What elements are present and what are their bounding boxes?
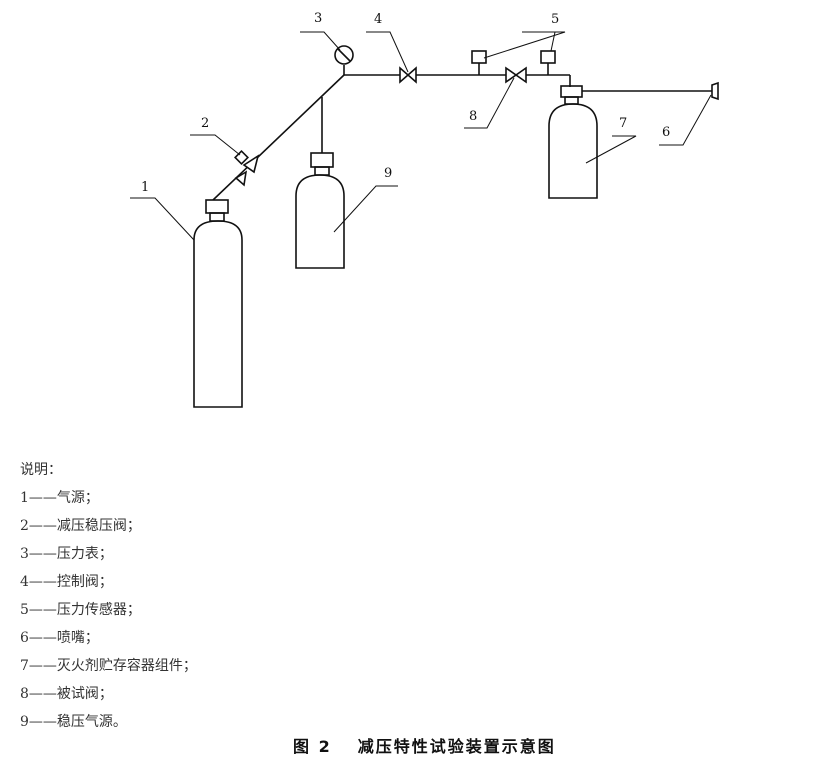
pressure-reducing-valve (234, 150, 260, 187)
label-7: 7 (619, 116, 627, 131)
label-6: 6 (662, 125, 670, 140)
legend-item: 2——减压稳压阀； (20, 518, 141, 534)
label-2: 2 (201, 116, 209, 131)
cylinder-gas-source (193, 199, 243, 408)
label-4: 4 (374, 12, 382, 27)
legend-heading: 说明： (20, 462, 62, 478)
nozzle (711, 81, 719, 101)
legend-item: 3——压力表； (20, 546, 113, 562)
legend-item: 1——气源； (20, 490, 99, 506)
legend: 说明： 1——气源； 2——减压稳压阀； 3——压力表； 4——控制阀； 5——… (20, 456, 197, 736)
cylinder-agent-container (548, 85, 598, 199)
figure-caption: 图 2 减压特性试验装置示意图 (293, 733, 556, 757)
label-3: 3 (314, 11, 322, 26)
label-5: 5 (551, 12, 559, 27)
legend-item: 4——控制阀； (20, 574, 113, 590)
label-8: 8 (469, 109, 477, 124)
figure-number: 图 2 (293, 737, 332, 756)
legend-item: 8——被试阀； (20, 686, 113, 702)
leader-lines (130, 31, 712, 241)
pressure-sensors (471, 50, 556, 64)
legend-item: 5——压力传感器； (20, 602, 141, 618)
pipe-lines (212, 63, 712, 201)
figure-title: 减压特性试验装置示意图 (357, 737, 556, 756)
legend-item: 9——稳压气源。 (20, 714, 127, 730)
label-1: 1 (141, 180, 149, 195)
control-valve (399, 66, 417, 84)
label-9: 9 (384, 166, 392, 181)
pressure-gauge (334, 45, 354, 65)
legend-item: 6——喷嘴； (20, 630, 99, 646)
tested-valve (505, 66, 527, 84)
cylinder-stabilizing-source (295, 152, 345, 269)
legend-item: 7——灭火剂贮存容器组件； (20, 658, 197, 674)
